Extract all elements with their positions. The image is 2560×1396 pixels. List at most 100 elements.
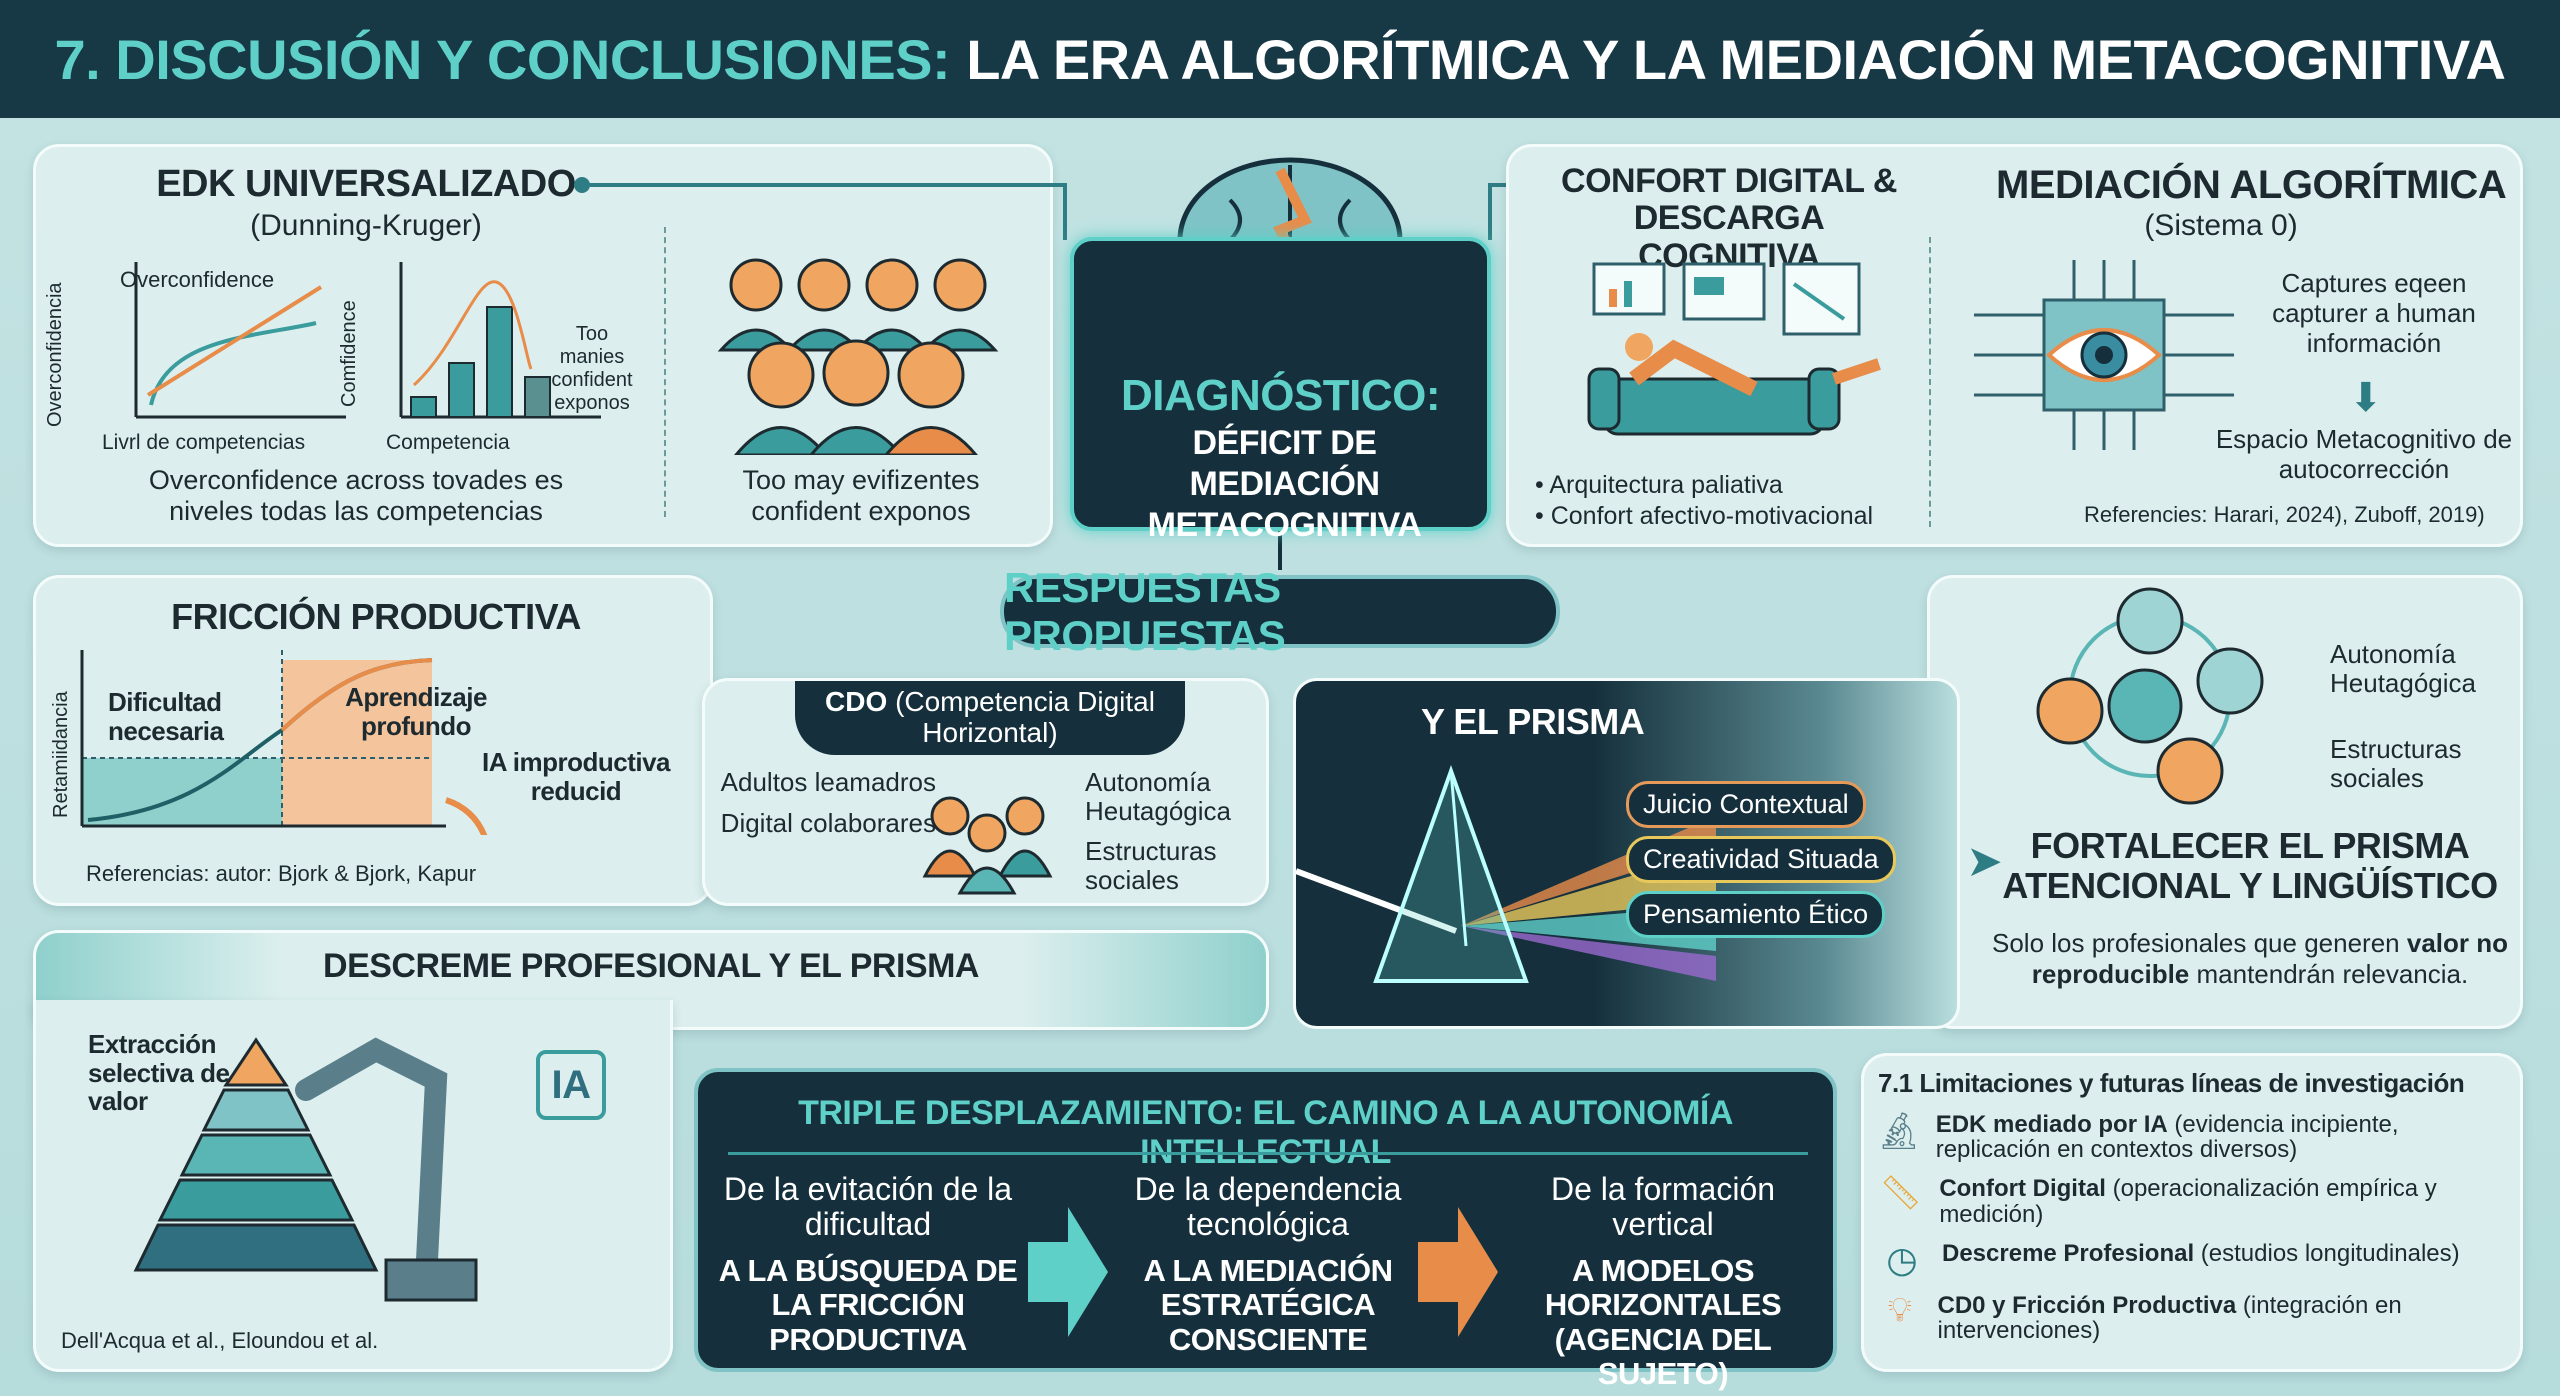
item-rest: (operacionalización empírica y medición) — [1939, 1175, 2437, 1228]
list-item: ◷ Descreme Profesional (estudios longitud… — [1876, 1238, 2516, 1280]
zone-dificultad: Dificultad necesaria — [108, 687, 224, 746]
step-to: A MODELOS HORIZONTALES (AGENCIA DEL SUJE… — [1544, 1253, 1782, 1391]
item-rest: (integración en intervenciones) — [1937, 1291, 2402, 1344]
bullet-text: Confort afectivo-motivacional — [1550, 502, 1874, 531]
friccion-ylabel: Retamiidancia — [50, 691, 72, 818]
captures-text: Captures eqeen capturer a human informac… — [2272, 268, 2476, 358]
friccion-title: FRICCIÓN PRODUCTIVA — [171, 596, 581, 637]
triple-title: TRIPLE DESPLAZAMIENTO: EL CAMINO A LA AU… — [798, 1094, 1733, 1171]
people-caption: Too may evifizentes confident exponos — [742, 465, 980, 526]
list-item: 🔬︎ EDK mediado por IA (evidencia incipien… — [1876, 1110, 2516, 1164]
cdo-label: Digital colaborares — [720, 807, 936, 838]
step-to: A LA BÚSQUEDA DE LA FRICCIÓN PRODUCTIVA — [718, 1253, 1018, 1357]
chart2-xlabel: Competencia — [386, 431, 510, 454]
bullet-text: Arquitectura paliativa — [1549, 471, 1783, 499]
step-from: De la evitación de la dificultad — [723, 1171, 1013, 1243]
pyramid-robot-illustration — [133, 1037, 478, 1302]
text-part: mantendrán relevancia. — [2189, 959, 2469, 990]
dunning-kruger-charts — [134, 262, 601, 419]
diagnostico-box: DIAGNÓSTICO: DÉFICIT DE MEDIACIÓN METACO… — [1070, 237, 1491, 544]
cdo-label: Adultos leamadros — [720, 767, 936, 797]
arrow-teal-icon — [1028, 1207, 1108, 1337]
step-from: De la formación vertical — [1550, 1171, 1776, 1243]
zone-aprendizaje: Aprendizaje profundo — [345, 682, 487, 741]
eye-chip-icon — [1974, 260, 2234, 450]
arrow-right-icon: ➤ — [1966, 837, 2003, 886]
item-bold: CD0 y Fricción Productiva — [1937, 1291, 2237, 1319]
diagnostico-title: DIAGNÓSTICO: — [1120, 371, 1441, 420]
list-item: 💡︎ CD0 y Fricción Productiva (integración… — [1876, 1290, 2516, 1344]
beam-pensamiento: Pensamiento Ético — [1626, 891, 1886, 938]
ia-label: IA improductiva reducid — [481, 747, 671, 806]
chart1-xlabel: Livrl de competencias — [102, 431, 306, 454]
item-bold: Descreme Profesional — [1942, 1239, 2195, 1267]
mediacion-refs: Referencies: Harari, 2024), Zuboff, 2019… — [2084, 502, 2485, 527]
down-arrow-icon: ⬇ — [2349, 376, 2383, 420]
divider — [664, 227, 666, 517]
microscope-icon: 🔬︎ — [1876, 1110, 1922, 1151]
item-rest: (evidencia incipiente, replicación en co… — [1935, 1111, 2399, 1164]
clock-icon: ◷ — [1886, 1238, 1918, 1280]
edk-panel: EDK UNIVERSALIZADO (Dunning-Kruger) Over… — [33, 144, 1053, 547]
friccion-panel: FRICCIÓN PRODUCTIVA Retamiidancia Dificu… — [33, 575, 713, 906]
fortalecer-label: Autonomía Heutagógica — [2330, 639, 2476, 698]
item-bold: EDK mediado por IA — [1935, 1111, 2168, 1138]
title-rest: LA ERA ALGORÍTMICA Y LA MEDIACIÓN METACO… — [966, 27, 2506, 91]
collaboration-network-icon — [2036, 587, 2264, 805]
chart2-ylabel: Comfidence — [338, 300, 360, 407]
chart2-note: Too manies confident exponos — [551, 323, 633, 414]
text-bold: valor no reproducible — [2031, 928, 2508, 990]
step-from: De la dependencia tecnológica — [1134, 1171, 1402, 1243]
descreme-refs: Dell'Acqua et al., Eloundou et al. — [61, 1328, 379, 1353]
confident-people-illustration — [717, 258, 999, 455]
cdo-panel: CDO (Competencia Digital Horizontal) Adu… — [702, 678, 1269, 906]
prisma-panel: Y EL PRISMA Juicio Contextual Creativida… — [1293, 678, 1960, 1029]
cdo-label: Estructuras sociales — [1085, 836, 1217, 895]
fortalecer-label: Estructuras sociales — [2330, 734, 2462, 793]
item-rest: (estudios longitudinales) — [2194, 1239, 2460, 1267]
extraccion-label: Extracción selectiva de valor — [88, 1029, 230, 1117]
cdo-header: CDO (Competencia Digital Horizontal) — [795, 681, 1185, 755]
limitaciones-title: 7.1 Limitaciones y futuras líneas de inv… — [1878, 1068, 2465, 1098]
beam-juicio: Juicio Contextual — [1626, 781, 1866, 828]
divider — [728, 1152, 1808, 1155]
text-part: Solo los profesionales que generen — [1992, 928, 2407, 958]
triple-step-1: De la evitación de la dificultad A LA BÚ… — [718, 1171, 1018, 1357]
group-people-icon — [922, 796, 1053, 895]
descreme-panel: Extracción selectiva de valor IA Dell'Ac… — [33, 1000, 673, 1372]
descreme-title: DESCREME PROFESIONAL Y EL PRISMA — [323, 947, 979, 985]
espacio-text: Espacio Metacognitivo de autocorrección — [2215, 424, 2513, 484]
limitaciones-panel: 7.1 Limitaciones y futuras líneas de inv… — [1861, 1053, 2523, 1372]
chart1-series-label: Overconfidence — [120, 267, 275, 292]
fortalecer-text: Solo los profesionales que generen valor… — [1990, 928, 2510, 990]
divider — [1929, 237, 1931, 527]
friccion-curve-chart — [80, 650, 488, 835]
ia-chip-icon: IA — [536, 1050, 606, 1120]
friccion-refs: Referencias: autor: Bjork & Bjork, Kapur — [86, 861, 477, 886]
bullet-item: • Arquitectura paliativa — [1535, 471, 1783, 499]
beam-creatividad: Creatividad Situada — [1626, 836, 1896, 883]
triple-step-2: De la dependencia tecnológica A LA MEDIA… — [1118, 1171, 1418, 1357]
confort-bullets: • Arquitectura paliativa • Confort afect… — [1535, 470, 1873, 533]
item-bold: Confort Digital — [1939, 1175, 2106, 1203]
confort-mediacion-panel: CONFORT DIGITAL & DESCARGA COGNITIVA • A… — [1506, 144, 2523, 547]
edk-caption: Overconfidence across tovades es niveles… — [148, 465, 564, 526]
couch-illustration — [1587, 262, 1881, 436]
bullet-item: • Confort afectivo-motivacional — [1535, 502, 1874, 531]
fortalecer-panel: Autonomía Heutagógica Estructuras social… — [1927, 575, 2523, 1029]
diagnostico-body: DÉFICIT DE MEDIACIÓN METACOGNITIVA — [1147, 424, 1422, 544]
tape-measure-icon: 📏︎ — [1879, 1174, 1923, 1213]
step-to: A LA MEDIACIÓN ESTRATÉGICA CONSCIENTE — [1143, 1253, 1393, 1357]
mediacion-title: MEDIACIÓN ALGORÍTMICA — [1996, 163, 2507, 207]
list-item: 📏︎ Confort Digital (operacionalización em… — [1876, 1174, 2516, 1228]
lightbulb-icon: 💡︎ — [1887, 1290, 1912, 1329]
arrow-orange-icon — [1418, 1207, 1498, 1337]
page-header: 7. DISCUSIÓN Y CONCLUSIONES: LA ERA ALGO… — [0, 0, 2560, 118]
cdo-title-rest: (Competencia Digital Horizontal) — [895, 686, 1155, 748]
edk-subtitle: (Dunning-Kruger) — [250, 209, 482, 242]
mediacion-subtitle: (Sistema 0) — [2144, 209, 2298, 242]
triple-step-3: De la formación vertical A MODELOS HORIZ… — [1498, 1171, 1828, 1391]
limitaciones-list: 🔬︎ EDK mediado por IA (evidencia incipien… — [1876, 1110, 2516, 1344]
